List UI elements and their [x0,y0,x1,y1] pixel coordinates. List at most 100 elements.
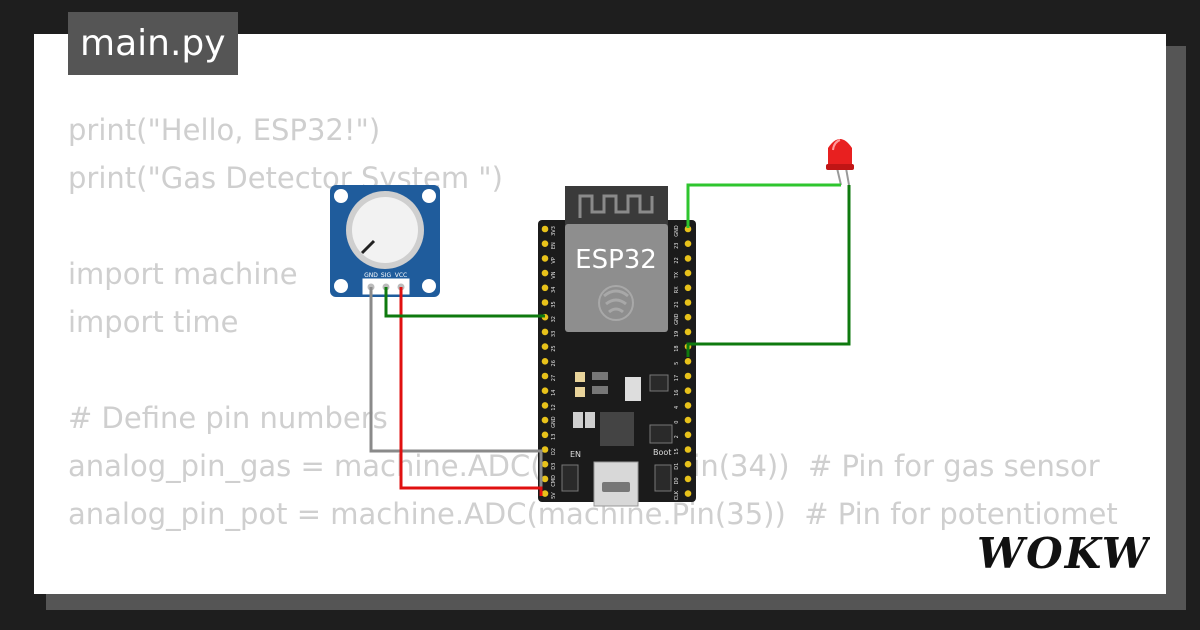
esp32-right-pin[interactable] [684,358,692,365]
esp32-label: ESP32 [575,245,657,275]
code-line-11: # Main loop [68,586,1118,594]
esp32-left-pin[interactable] [541,446,549,453]
pot-pin-vcc: VCC [395,272,407,279]
esp32-board[interactable]: ESP32 EN Boot 3V3ENVPVN34353233252627141… [538,186,696,507]
esp32-right-pin[interactable] [684,387,692,395]
esp32-right-pin[interactable] [684,372,692,380]
esp32-right-pin[interactable] [684,255,692,262]
esp32-right-pin-label: TX [674,271,680,279]
esp32-left-pin[interactable] [541,225,549,233]
file-name-tab[interactable]: main.py [68,12,238,75]
esp32-right-pin-label: CLK [674,490,680,500]
esp32-right-pin-label: 21 [674,301,680,307]
knob-indicator [360,239,376,255]
esp32-left-pins: 3V3ENVPVN343532332526271412GND13D2D3CMD5… [541,225,557,499]
esp32-right-pin[interactable] [684,328,692,336]
esp32-right-pin-label: 23 [674,243,680,249]
esp32-right-pin-label: 17 [674,375,680,381]
esp32-left-pin[interactable] [541,299,549,306]
esp32-left-pin[interactable] [541,490,549,497]
esp32-left-pin-label: D3 [551,463,557,470]
esp32-right-pin[interactable] [684,284,692,292]
esp32-right-pin-label: GND [674,225,680,237]
code-line-2: print("Gas Detector System ") [68,161,503,195]
esp32-right-pin-label: 18 [674,345,680,351]
esp32-left-pin-label: 13 [551,434,557,440]
esp32-right-pin-label: 22 [674,257,680,263]
esp32-left-pin[interactable] [541,328,549,336]
code-line-1: print("Hello, ESP32!") [68,113,381,147]
esp32-left-pin[interactable] [541,431,549,439]
wire-vcc-red [399,287,543,496]
esp32-left-pin[interactable] [541,284,549,292]
esp32-left-pin-label: 33 [551,331,557,337]
pot-pin-sig: SIG [381,272,392,279]
boot-button-label: Boot [653,448,671,457]
wire-gnd-gray [369,287,543,490]
esp32-right-pin[interactable] [684,402,692,409]
code-line-5: import time [68,305,239,339]
esp32-right-pin[interactable] [684,490,692,497]
esp32-left-pin-label: EN [551,242,557,249]
esp32-left-pin[interactable] [541,416,549,424]
wire-led-gnd-green [686,183,841,228]
esp32-left-pin[interactable] [541,460,549,468]
pot-pin-gnd: GND [364,272,378,279]
code-line-4: import machine [68,257,298,291]
esp32-left-pin[interactable] [541,372,549,380]
code-line-7: # Define pin numbers [68,401,388,435]
esp32-left-pin[interactable] [541,255,549,262]
esp32-left-pin[interactable] [541,402,549,409]
esp32-left-pin[interactable] [541,343,549,350]
esp32-right-pin-label: 16 [674,390,680,396]
wokwi-logo: WOKWi [977,529,1150,578]
esp32-right-pin-label: D0 [674,477,680,484]
esp32-right-pin[interactable] [684,225,692,233]
esp32-left-pin-label: VN [551,271,557,278]
esp32-left-pin[interactable] [541,358,549,365]
esp32-right-pin[interactable] [684,416,692,424]
esp32-left-pin[interactable] [541,240,549,247]
esp32-left-pin-label: CMD [551,475,557,487]
esp32-right-pin[interactable] [684,269,692,277]
esp32-left-pin-label: VP [551,257,557,263]
esp32-right-pin-label: D1 [674,463,680,470]
esp32-right-pin[interactable] [684,299,692,306]
esp32-left-pin-label: 35 [551,301,557,307]
esp32-left-pin-label: D2 [551,448,557,455]
esp32-right-pin-label: RX [674,286,680,293]
esp32-left-pin-label: 5V [551,492,557,499]
esp32-right-pin-label: 2 [674,435,680,438]
esp32-left-pin[interactable] [541,269,549,277]
esp32-right-pin-label: 5 [674,362,680,365]
esp32-left-pin-label: 3V3 [551,226,557,236]
esp32-right-pin[interactable] [684,313,692,321]
esp32-left-pin[interactable] [541,387,549,395]
esp32-left-pin[interactable] [541,475,549,483]
en-button-label: EN [570,450,581,459]
esp32-left-pin-label: 26 [551,360,557,366]
wire-led-signal-green [686,185,851,357]
esp32-right-pin[interactable] [684,431,692,439]
esp32-left-pin-label: GND [551,416,557,428]
esp32-left-pin-label: 27 [551,375,557,381]
esp32-right-pin[interactable] [684,240,692,247]
esp32-right-pin-label: 19 [674,331,680,337]
wokwi-logo-text: WOKWi [977,529,1150,578]
espressif-logo-icon [598,285,634,321]
esp32-right-pin-label: 4 [674,406,680,409]
esp32-left-pin-label: 34 [551,287,557,293]
esp32-left-pin-label: 25 [551,345,557,351]
esp32-right-pin-label: GND [674,313,680,325]
esp32-right-pin-label: 15 [674,448,680,454]
esp32-right-pin[interactable] [684,475,692,483]
code-line-9: analog_pin_pot = machine.ADC(machine.Pin… [68,497,1118,531]
esp32-left-pin-label: 14 [551,390,557,396]
potentiometer[interactable]: GND SIG VCC [330,185,440,297]
esp32-right-pin[interactable] [684,446,692,453]
red-led[interactable] [826,139,854,186]
esp32-right-pin[interactable] [684,460,692,468]
esp32-left-pin-label: 12 [551,404,557,410]
